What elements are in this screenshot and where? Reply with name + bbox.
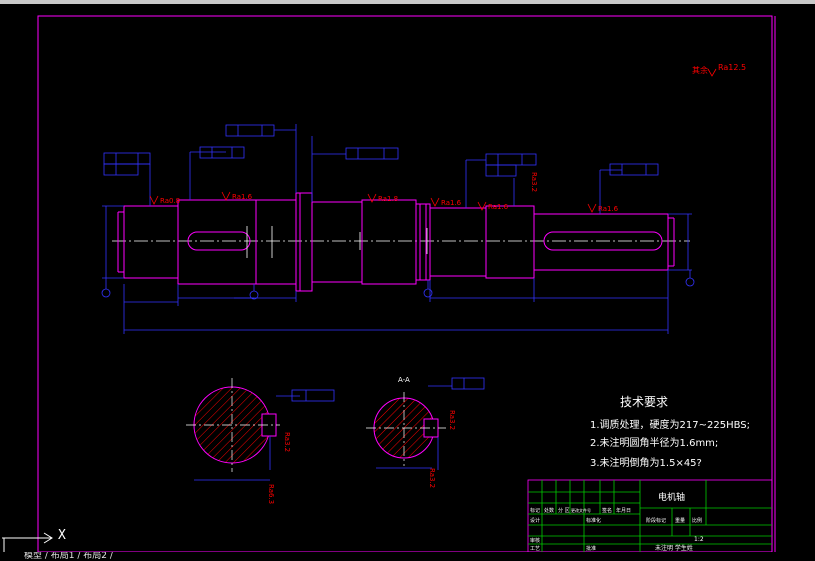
- section-view-right: [366, 377, 485, 470]
- shaft-step-3: [255, 199, 297, 285]
- scale-value: 1:2: [694, 536, 704, 543]
- roughness-label-4: Ra1.6: [441, 199, 462, 207]
- window-top-strip: [0, 0, 815, 4]
- roughness-label-6: Ra1.6: [598, 205, 619, 213]
- roughness-label-7: Ra3.2: [530, 172, 538, 192]
- keyway-slot-right: [543, 231, 663, 251]
- roughness-label-9: Ra6.3: [267, 484, 275, 504]
- tolerance-frames: [103, 124, 659, 177]
- tb-col-1: 重量: [675, 517, 685, 524]
- tech-item-2: 2.未注明圆角半径为1.6mm;: [590, 436, 718, 449]
- shaft-step-6: [429, 207, 487, 277]
- keyway-slot-left: [187, 231, 251, 251]
- tb-col-0: 阶段标记: [646, 517, 666, 524]
- tb-header-3: 更改文件号: [571, 507, 591, 513]
- roughness-main: Ra12.5: [718, 63, 746, 72]
- tb-row-2: 审核: [530, 537, 540, 544]
- roughness-label-5: Ra1.6: [488, 203, 509, 211]
- tech-title: 技术要求: [620, 395, 668, 409]
- ucs-axis: [2, 532, 53, 552]
- section-label: A-A: [398, 376, 410, 384]
- tb-row-1: 标准化: [586, 517, 601, 524]
- tb-row-4: 批准: [586, 545, 596, 552]
- roughness-label-11: Ra3.2: [428, 468, 436, 488]
- tb-header-2: 分 区: [558, 507, 570, 514]
- roughness-label-8: Ra3.2: [283, 432, 291, 452]
- tb-header-0: 标记: [530, 507, 540, 514]
- layout-tabs-text[interactable]: 模型 / 布局1 / 布局2 /: [24, 552, 113, 561]
- shaft-main-view: [112, 192, 690, 292]
- layout-tabs-bar[interactable]: 模型 / 布局1 / 布局2 /: [0, 552, 815, 561]
- tb-row-0: 设计: [530, 517, 540, 524]
- tb-header-4: 签名: [602, 507, 612, 514]
- ucs-x-label: X: [58, 528, 66, 543]
- dimension-lines: [101, 124, 695, 334]
- shaft-step-4: [311, 201, 363, 283]
- shaft-collar: [295, 192, 313, 292]
- tb-header-1: 处数: [544, 507, 554, 514]
- section-view-left: [186, 378, 335, 481]
- shaft-step-1: [123, 205, 179, 279]
- tb-col-2: 比例: [692, 517, 702, 524]
- tech-item-1: 1.调质处理，硬度为217~225HBS;: [590, 418, 750, 431]
- roughness-label-2: Ra1.6: [232, 193, 253, 201]
- school-name: 未注明 学生姓: [655, 544, 693, 552]
- shaft-step-2: [177, 199, 257, 285]
- shaft-step-8: [533, 213, 669, 271]
- tech-item-3: 3.未注明倒角为1.5×45?: [590, 456, 702, 469]
- shaft-step-5: [361, 199, 417, 285]
- tb-row-3: 工艺: [530, 546, 540, 552]
- roughness-label-3: Ra1.8: [378, 195, 398, 203]
- roughness-note: 其余: [692, 65, 708, 75]
- roughness-symbols: [149, 68, 717, 213]
- roughness-label-1: Ra0.8: [160, 197, 180, 205]
- part-name: 电机轴: [658, 491, 685, 503]
- title-block: [527, 479, 773, 553]
- shaft-step-7: [485, 205, 535, 279]
- roughness-label-10: Ra3.2: [448, 410, 456, 430]
- shaft-groove: [415, 203, 431, 281]
- tb-header-5: 年月日: [616, 507, 631, 514]
